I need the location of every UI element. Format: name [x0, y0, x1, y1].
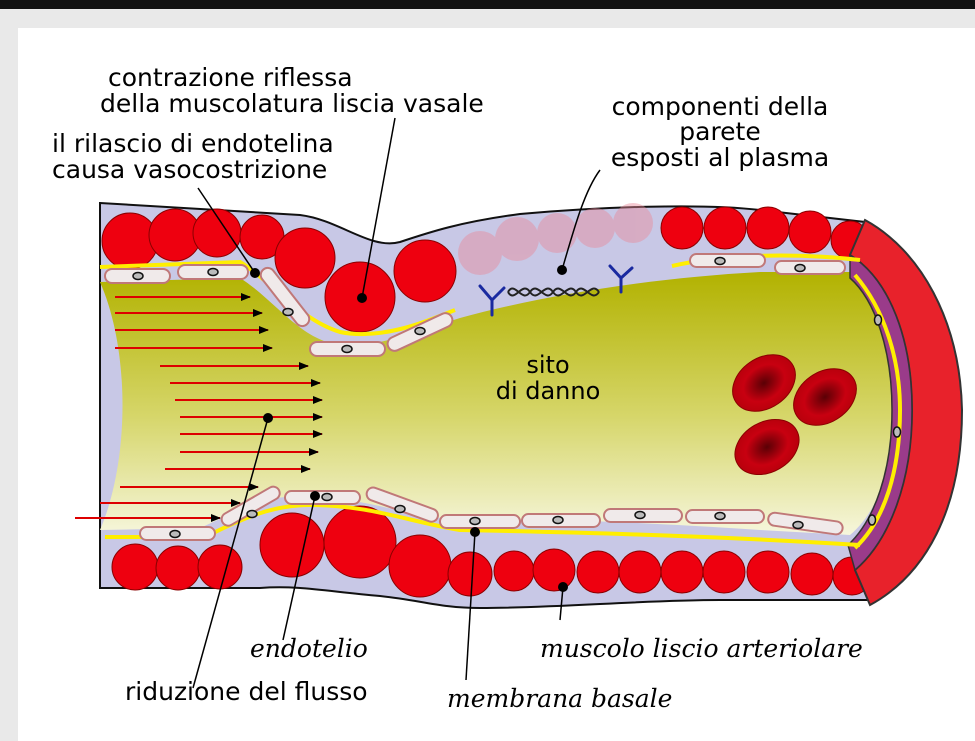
label-exposed-line3: esposti al plasma: [611, 143, 829, 172]
label-endothelin-line2: causa vasocostrizione: [52, 155, 327, 184]
label-contraction-line1: contrazione riflessa: [108, 63, 353, 92]
label-endothelium: endotelio: [250, 634, 368, 663]
label-endothelin-line1: il rilascio di endotelina: [52, 129, 334, 158]
label-injury-site-line2: di danno: [496, 377, 601, 405]
label-exposed-line2: parete: [679, 117, 760, 146]
label-basement-membrane: membrana basale: [447, 684, 672, 713]
label-injury-site-line1: sito: [526, 351, 569, 379]
label-smooth-muscle: muscolo liscio arteriolare: [540, 634, 863, 663]
label-contraction-line2: della muscolatura liscia vasale: [100, 89, 484, 118]
label-flow-reduction: riduzione del flusso: [125, 677, 368, 706]
